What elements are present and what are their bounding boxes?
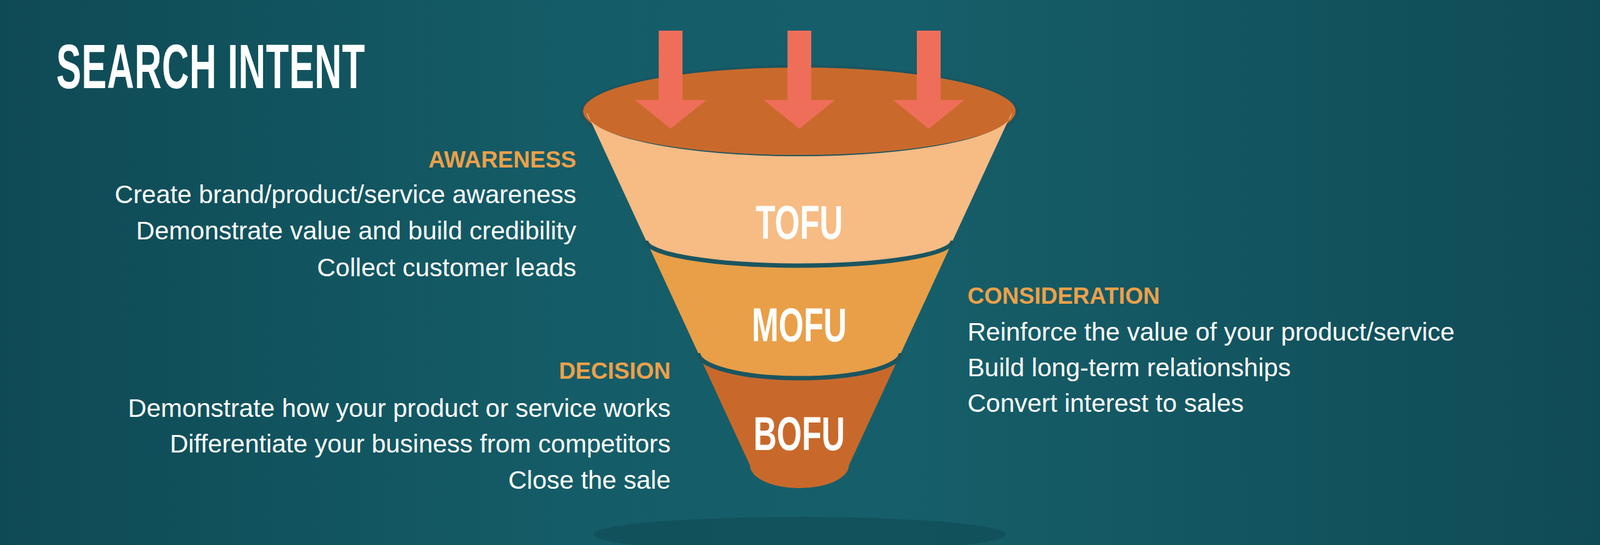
funnel-band: TOFU [586,112,1012,270]
stage-goal: Create brand/product/service awareness [115,178,577,210]
stage-label: TOFU [586,197,1012,248]
stage-goal: Close the sale [508,464,671,496]
stage-goal: Demonstrate value and build credibility [136,215,577,247]
diagram-title: SEARCH INTENT [56,35,365,98]
intake-arrows [635,30,965,129]
stage-label: BOFU [698,408,901,459]
intake-arrow [635,30,707,129]
stage-goal: Convert interest to sales [967,387,1244,419]
stage-goal: Reinforce the value of your product/serv… [967,316,1455,348]
band-fill [646,240,954,379]
band-fill [586,112,1012,266]
band-fill [698,353,901,489]
intake-arrow [763,30,835,129]
stage-heading: AWARENESS [428,146,577,174]
stage-heading: CONSIDERATION [967,282,1160,310]
stage-label: MOFU [646,300,954,350]
stage-goal: Demonstrate how your product or service … [128,392,671,424]
intake-arrow [893,30,965,129]
stage-goal: Build long-term relationships [967,351,1291,384]
stage-goal: Collect customer leads [316,251,577,284]
stage-goal: Differentiate your business from competi… [170,428,671,460]
funnel-shadow [593,516,1006,545]
stage-heading: DECISION [558,357,671,385]
